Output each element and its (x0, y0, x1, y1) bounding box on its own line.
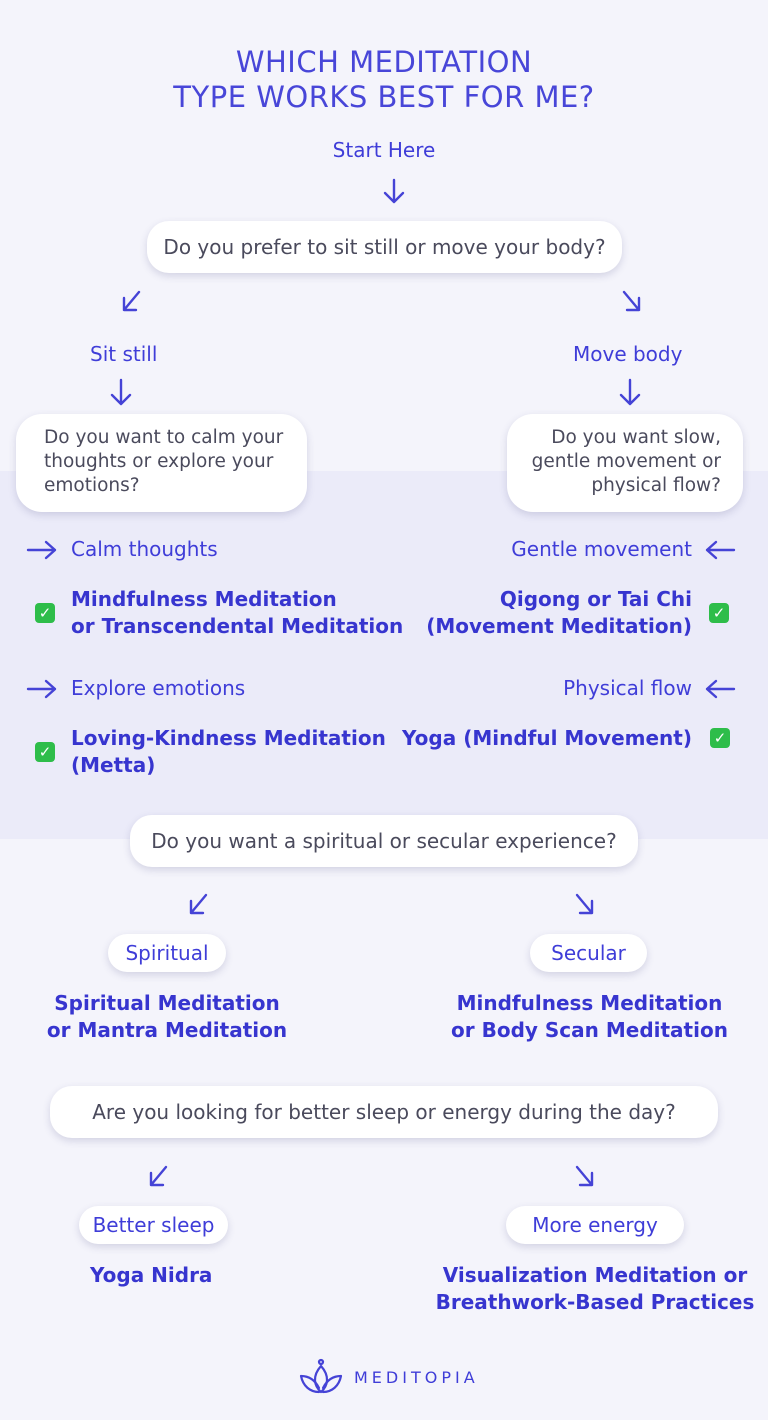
arrow-down-left-icon (122, 290, 141, 312)
arrow-down-right-icon (622, 290, 641, 312)
check-icon: ✓ (35, 603, 55, 623)
start-label: Start Here (332, 138, 436, 162)
arrow-down-right-icon (575, 893, 594, 915)
page-title-line1: WHICH MEDITATION (235, 45, 533, 79)
section-band (0, 471, 768, 839)
question-sit-or-move: Do you prefer to sit still or move your … (147, 221, 622, 273)
result-visualization-breathwork: Visualization Meditation or Breathwork-B… (435, 1263, 755, 1314)
arrow-down-left-icon (149, 1165, 168, 1187)
arrow-left-icon (705, 540, 736, 560)
check-icon: ✓ (709, 603, 729, 623)
result-spiritual-mantra: Spiritual Meditation or Mantra Meditatio… (46, 991, 288, 1042)
arrow-right-icon (26, 679, 57, 699)
arrow-down-icon (619, 378, 641, 406)
brand-logo-text: MEDITOPIA (354, 1368, 479, 1387)
page-title-line2: TYPE WORKS BEST FOR ME? (173, 80, 595, 114)
arrow-down-icon (383, 178, 405, 204)
arrow-down-icon (110, 378, 132, 406)
option-more-energy: More energy (506, 1206, 684, 1244)
lotus-icon (299, 1358, 343, 1394)
check-icon: ✓ (710, 728, 730, 748)
option-spiritual: Spiritual (108, 934, 226, 972)
arrow-down-left-icon (189, 893, 208, 915)
arrow-down-right-icon (575, 1165, 594, 1187)
result-mindfulness-body-scan: Mindfulness Meditation or Body Scan Medi… (451, 991, 728, 1042)
result-yoga: Yoga (Mindful Movement) (402, 726, 692, 750)
option-calm-thoughts: Calm thoughts (71, 537, 218, 561)
check-icon: ✓ (35, 742, 55, 762)
result-mindfulness-transcendental: Mindfulness Meditation or Transcendental… (71, 587, 404, 638)
option-sit-still: Sit still (90, 342, 158, 366)
option-better-sleep: Better sleep (79, 1206, 228, 1244)
option-move-body: Move body (573, 342, 683, 366)
result-loving-kindness: Loving-Kindness Meditation (Metta) (71, 726, 386, 777)
result-qigong-tai-chi: Qigong or Tai Chi (Movement Meditation) (426, 587, 692, 638)
question-spiritual-or-secular: Do you want a spiritual or secular exper… (130, 815, 638, 867)
arrow-right-icon (26, 540, 57, 560)
question-slow-or-flow: Do you want slow, gentle movement or phy… (507, 414, 743, 512)
question-calm-or-explore: Do you want to calm your thoughts or exp… (16, 414, 307, 512)
option-physical-flow: Physical flow (563, 676, 692, 700)
option-secular: Secular (530, 934, 647, 972)
arrow-left-icon (705, 679, 736, 699)
question-sleep-or-energy: Are you looking for better sleep or ener… (50, 1086, 718, 1138)
result-yoga-nidra: Yoga Nidra (90, 1263, 213, 1287)
option-gentle-movement: Gentle movement (511, 537, 692, 561)
option-explore-emotions: Explore emotions (71, 676, 246, 700)
